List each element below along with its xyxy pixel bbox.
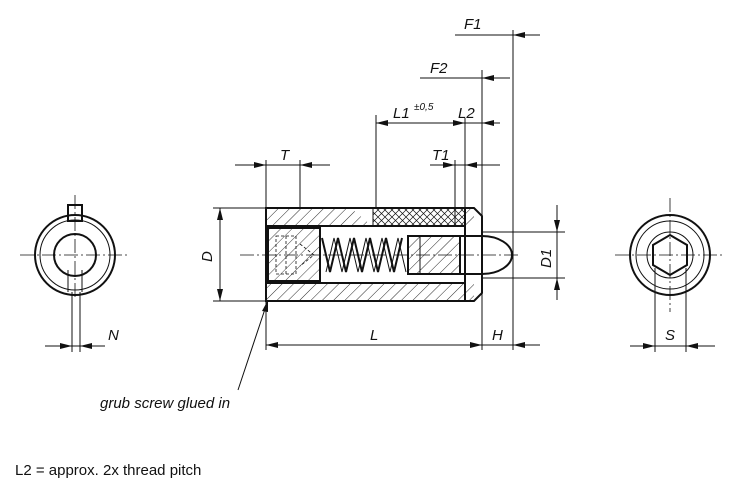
label-l1-tolerance: ±0,5 (414, 102, 434, 113)
left-end-view (20, 195, 130, 352)
label-n: N (108, 327, 119, 344)
label-s: S (665, 327, 675, 344)
label-f1: F1 (464, 16, 482, 33)
label-l1: L1 (393, 105, 410, 122)
grub-screw-callout: grub screw glued in (100, 395, 230, 412)
label-l2: L2 (458, 105, 475, 122)
section-view (240, 207, 520, 302)
label-t: T (280, 147, 291, 164)
dimensions (213, 30, 565, 391)
label-d: D (199, 251, 216, 262)
label-h: H (492, 327, 503, 344)
right-end-view (615, 198, 725, 352)
label-l: L (370, 327, 378, 344)
label-f2: F2 (430, 60, 448, 77)
footnote: L2 = approx. 2x thread pitch (15, 462, 201, 479)
dimension-labels: F1 F2 L1 ±0,5 L2 T T1 D D1 N L H S grub … (15, 16, 675, 479)
label-d1: D1 (538, 249, 555, 268)
label-t1: T1 (432, 147, 450, 164)
